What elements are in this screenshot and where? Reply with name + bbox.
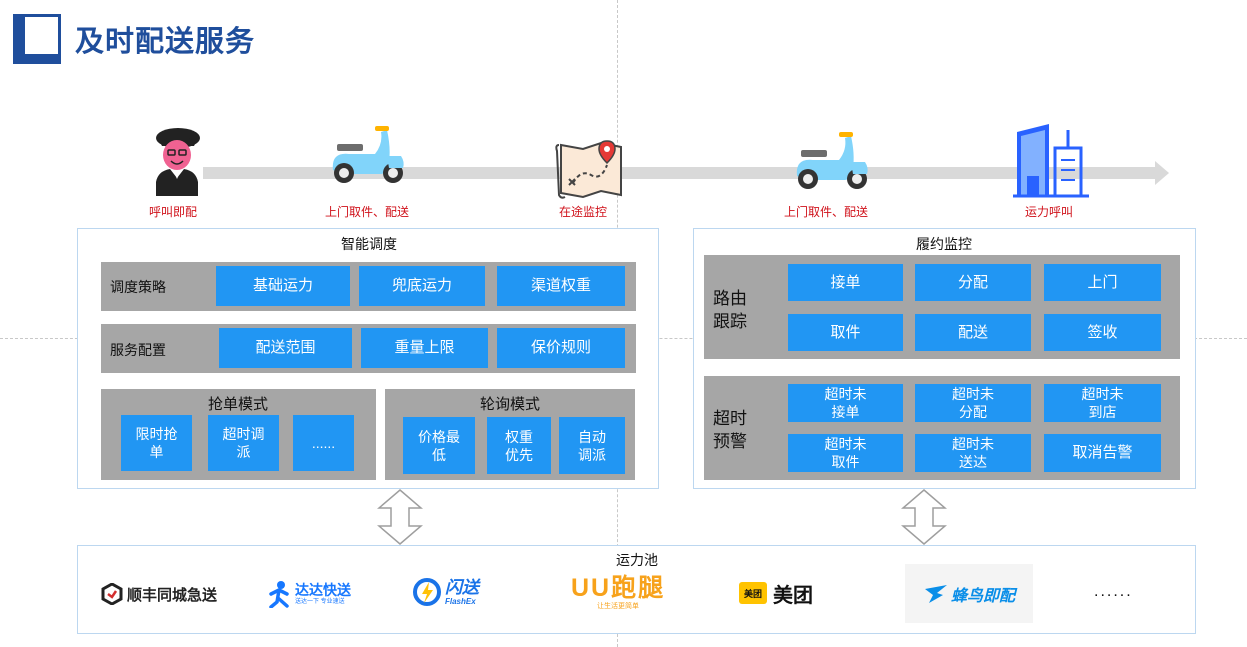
service-weight-limit-button[interactable]: 重量上限 bbox=[361, 328, 488, 368]
dada-logo-icon bbox=[269, 581, 289, 608]
strategy-fallback-capacity-button[interactable]: 兜底运力 bbox=[359, 266, 485, 306]
map-icon bbox=[555, 140, 622, 199]
grab-timeout-button[interactable]: 超时调派 bbox=[208, 415, 279, 471]
meituan-logo-text: 美团 bbox=[773, 584, 813, 607]
meituan-logo-icon: 美团 bbox=[739, 582, 767, 604]
dada-logo-text: 达达快送 bbox=[295, 582, 351, 598]
sf-logo-icon bbox=[101, 583, 123, 605]
monitor-panel-title: 履约监控 bbox=[916, 236, 972, 252]
stage-pickup-1 bbox=[327, 126, 409, 186]
track-deliver-button[interactable]: 配送 bbox=[915, 314, 1031, 351]
poll-auto-dispatch-button[interactable]: 自动调派 bbox=[559, 417, 625, 474]
pool-panel-title: 运力池 bbox=[616, 552, 658, 568]
building-icon bbox=[1013, 124, 1089, 198]
service-range-button[interactable]: 配送范围 bbox=[219, 328, 352, 368]
page-title: 及时配送服务 bbox=[75, 24, 256, 58]
stage-label-monitor: 在途监控 bbox=[558, 205, 608, 219]
scooter-icon bbox=[332, 126, 404, 183]
double-arrow-icon bbox=[377, 489, 423, 545]
uu-logo: UU跑腿 让生活更简单 bbox=[571, 574, 665, 614]
grab-mode-title: 抢单模式 bbox=[207, 396, 269, 413]
dada-logo: 达达快送 送达一下 专业速送 bbox=[267, 578, 351, 610]
poll-mode-title: 轮询模式 bbox=[479, 396, 541, 413]
strategy-channel-weight-button[interactable]: 渠道权重 bbox=[497, 266, 625, 306]
flash-logo-text: 闪送 bbox=[445, 577, 479, 597]
warn-not-assigned-button[interactable]: 超时未分配 bbox=[915, 384, 1031, 422]
uu-logo-sub: 让生活更简单 bbox=[597, 603, 640, 610]
dispatch-panel-title: 智能调度 bbox=[341, 236, 397, 252]
warn-not-delivered-button[interactable]: 超时未送达 bbox=[915, 434, 1031, 472]
track-accept-button[interactable]: 接单 bbox=[788, 264, 903, 301]
meituan-logo: 美团 美团 bbox=[739, 581, 813, 607]
scooter-icon bbox=[796, 132, 868, 189]
stage-label-pickup-2: 上门取件、配送 bbox=[783, 205, 869, 219]
fengniao-logo: 蜂鸟即配 bbox=[905, 564, 1033, 623]
title-mark-icon bbox=[13, 14, 61, 64]
track-arrive-button[interactable]: 上门 bbox=[1044, 264, 1161, 301]
warn-not-picked-button[interactable]: 超时未取件 bbox=[788, 434, 903, 472]
flash-logo: 闪送 FlashEx bbox=[412, 576, 479, 608]
pool-more: ...... bbox=[1094, 583, 1133, 600]
fengniao-logo-text: 蜂鸟即配 bbox=[950, 587, 1015, 605]
stage-label-capacity-call: 运力呼叫 bbox=[1024, 205, 1074, 219]
stage-call bbox=[148, 124, 206, 198]
sf-logo: 顺丰同城急送 bbox=[101, 582, 217, 606]
track-assign-button[interactable]: 分配 bbox=[915, 264, 1031, 301]
grab-more-button[interactable]: ...... bbox=[293, 415, 354, 471]
stage-pickup-2 bbox=[791, 132, 873, 192]
double-arrow-icon bbox=[901, 489, 947, 545]
flash-logo-icon bbox=[413, 578, 441, 606]
sf-logo-text: 顺丰同城急送 bbox=[127, 586, 218, 604]
service-label: 服务配置 bbox=[110, 342, 166, 358]
stage-label-call: 呼叫即配 bbox=[148, 205, 198, 219]
warn-not-accepted-button[interactable]: 超时未接单 bbox=[788, 384, 903, 422]
tracking-label: 路由跟踪 bbox=[713, 289, 747, 331]
flash-logo-sub: FlashEx bbox=[445, 596, 476, 606]
timeline-arrow-head bbox=[1155, 161, 1169, 185]
stage-monitor bbox=[555, 139, 627, 201]
poll-lowest-price-button[interactable]: 价格最低 bbox=[403, 417, 475, 474]
warn-not-arrived-button[interactable]: 超时未到店 bbox=[1044, 384, 1161, 422]
timeline-bar bbox=[203, 167, 1155, 179]
stage-label-pickup-1: 上门取件、配送 bbox=[324, 205, 410, 219]
strategy-basic-capacity-button[interactable]: 基础运力 bbox=[216, 266, 350, 306]
strategy-label: 调度策略 bbox=[110, 279, 166, 295]
stage-capacity-call bbox=[1013, 122, 1089, 198]
track-sign-button[interactable]: 签收 bbox=[1044, 314, 1161, 351]
uu-logo-icon: UU跑腿 bbox=[571, 574, 666, 602]
dada-logo-sub: 送达一下 专业速送 bbox=[295, 599, 345, 605]
grab-timed-button[interactable]: 限时抢单 bbox=[121, 415, 192, 471]
fengniao-logo-icon bbox=[924, 584, 947, 603]
person-icon bbox=[156, 128, 200, 196]
service-insurance-button[interactable]: 保价规则 bbox=[497, 328, 625, 368]
poll-weight-priority-button[interactable]: 权重优先 bbox=[487, 417, 551, 474]
warning-label: 超时预警 bbox=[713, 409, 747, 451]
track-pickup-button[interactable]: 取件 bbox=[788, 314, 903, 351]
warn-cancel-alert-button[interactable]: 取消告警 bbox=[1044, 434, 1161, 472]
